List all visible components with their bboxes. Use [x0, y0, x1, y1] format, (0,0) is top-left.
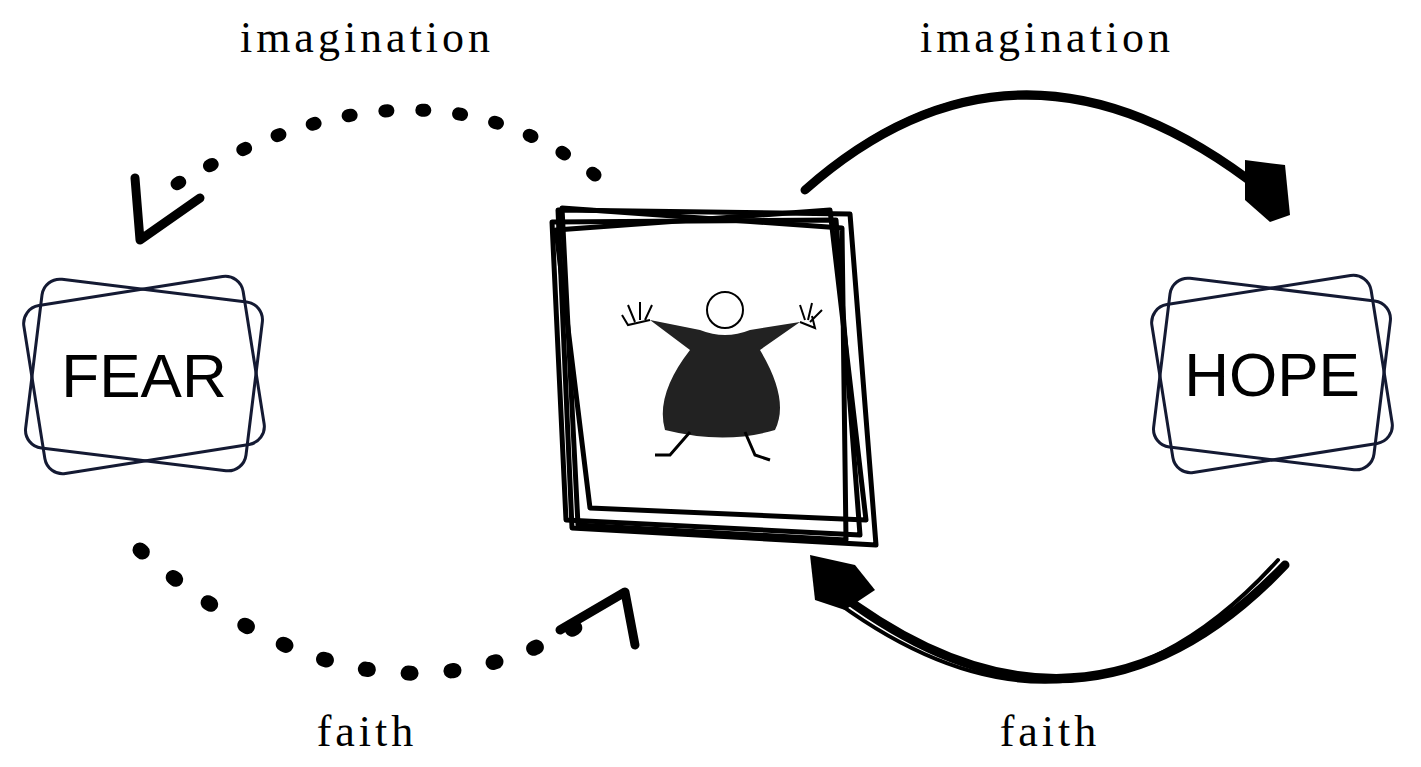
tilted-box: FEAR [18, 268, 270, 482]
arc-label: faith [1000, 706, 1101, 757]
arc-label: imagination [240, 12, 494, 63]
box-label: FEAR [61, 340, 226, 411]
box-label: HOPE [1184, 339, 1360, 410]
person-figure [622, 292, 822, 460]
scribble-box [552, 208, 876, 545]
arc-label: faith [317, 706, 418, 757]
arc-label: imagination [920, 12, 1174, 63]
tilted-box: HOPE [1146, 262, 1398, 486]
